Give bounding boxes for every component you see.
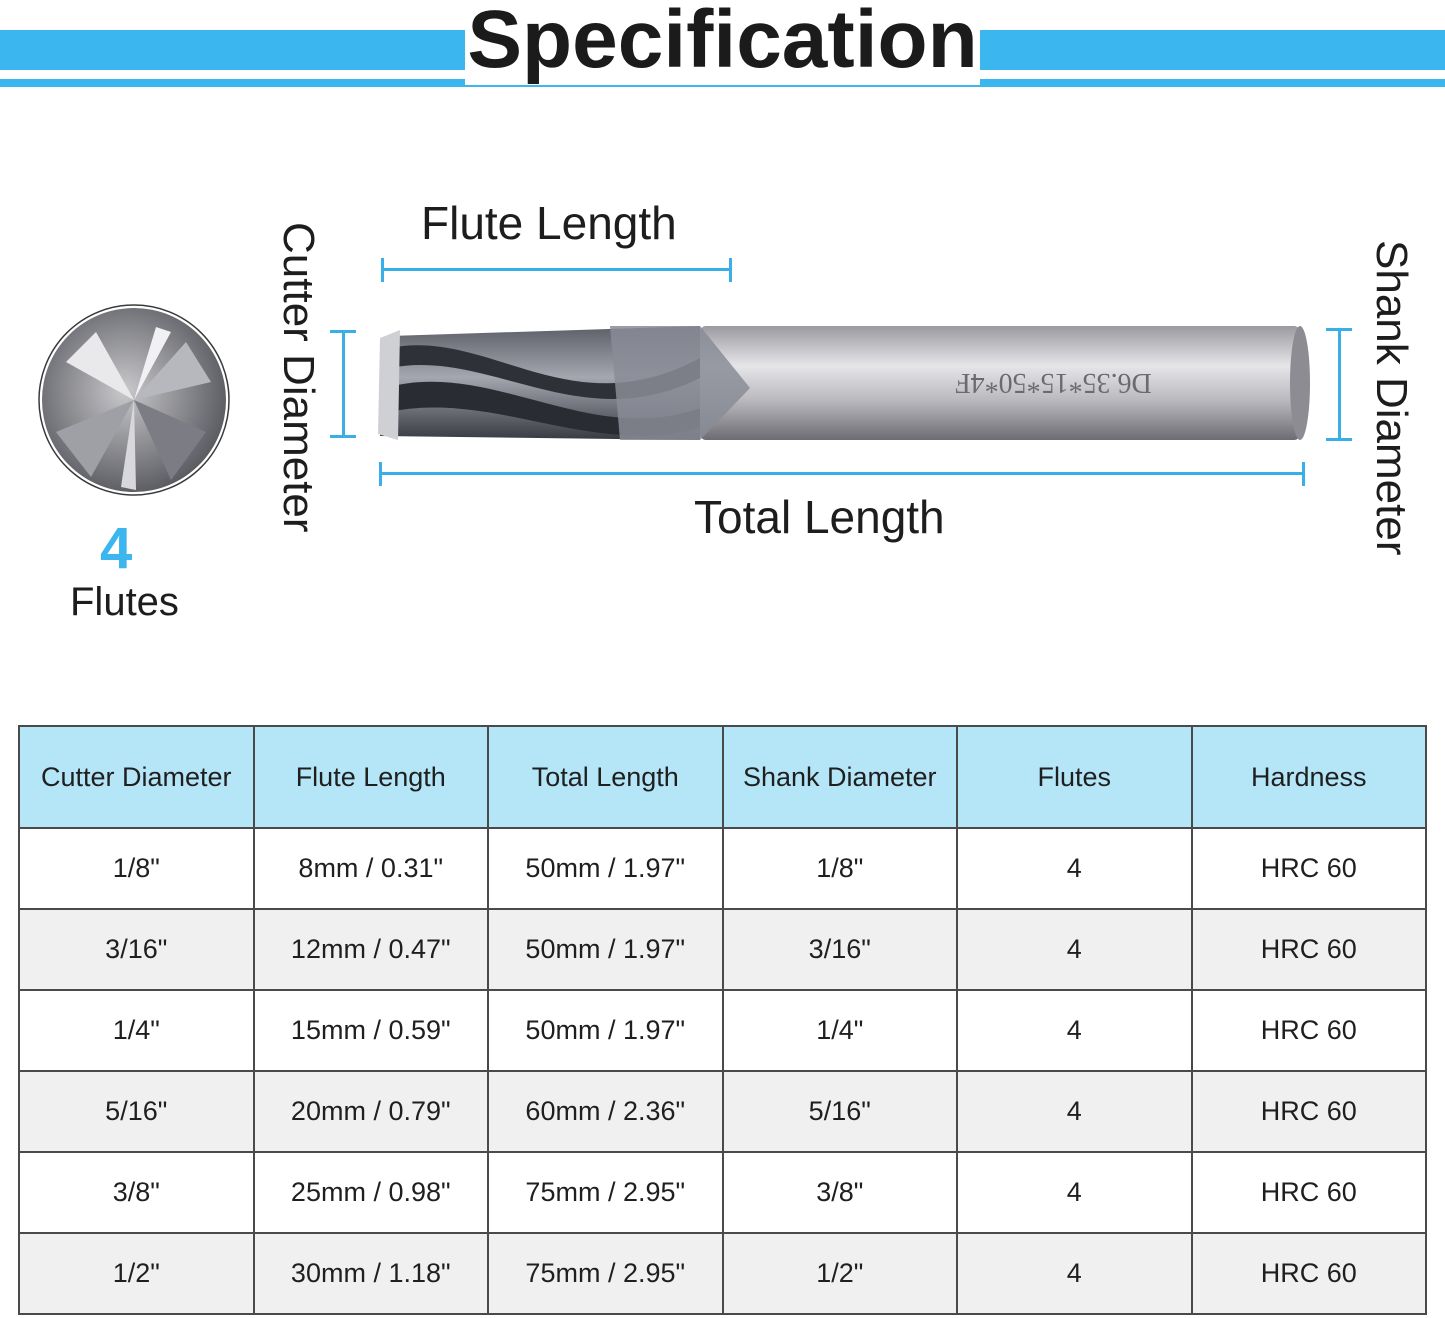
cell-hardness: HRC 60 bbox=[1190, 908, 1427, 991]
cell-flutes: 4 bbox=[956, 908, 1193, 991]
cell-shank-diameter: 1/2" bbox=[721, 1232, 958, 1315]
cell-cutter-diameter: 1/8" bbox=[18, 827, 255, 910]
flute-dim-cap-left bbox=[381, 258, 384, 282]
flute-dim-cap-right bbox=[729, 258, 732, 282]
cell-shank-diameter: 1/8" bbox=[721, 827, 958, 910]
header-cutter-diameter: Cutter Diameter bbox=[18, 725, 255, 829]
table-row: 1/8" 8mm / 0.31" 50mm / 1.97" 1/8" 4 HRC… bbox=[18, 827, 1427, 910]
cell-flute-length: 20mm / 0.79" bbox=[252, 1070, 489, 1153]
cell-flute-length: 25mm / 0.98" bbox=[252, 1151, 489, 1234]
cell-shank-diameter: 1/4" bbox=[721, 989, 958, 1072]
flute-dim-line bbox=[382, 268, 732, 271]
header-total-length: Total Length bbox=[487, 725, 724, 829]
cell-cutter-diameter: 1/2" bbox=[18, 1232, 255, 1315]
header-flutes: Flutes bbox=[956, 725, 1193, 829]
table-row: 1/2" 30mm / 1.18" 75mm / 2.95" 1/2" 4 HR… bbox=[18, 1232, 1427, 1315]
table-row: 1/4" 15mm / 0.59" 50mm / 1.97" 1/4" 4 HR… bbox=[18, 989, 1427, 1072]
flute-length-label: Flute Length bbox=[421, 197, 677, 249]
total-length-label: Total Length bbox=[694, 491, 945, 543]
end-mill-illustration: D6.35*15*50*4F bbox=[378, 326, 1310, 440]
cell-total-length: 75mm / 2.95" bbox=[487, 1232, 724, 1315]
cell-flute-length: 8mm / 0.31" bbox=[252, 827, 489, 910]
shank-marking: D6.35*15*50*4F bbox=[955, 367, 1152, 398]
cell-cutter-diameter: 3/8" bbox=[18, 1151, 255, 1234]
header-shank-diameter: Shank Diameter bbox=[721, 725, 958, 829]
cell-total-length: 75mm / 2.95" bbox=[487, 1151, 724, 1234]
cutter-dim-cap-bottom bbox=[330, 435, 356, 438]
table-row: 3/16" 12mm / 0.47" 50mm / 1.97" 3/16" 4 … bbox=[18, 908, 1427, 991]
total-dim-cap-left bbox=[379, 462, 382, 486]
table-header-row: Cutter Diameter Flute Length Total Lengt… bbox=[18, 725, 1427, 829]
cell-flute-length: 12mm / 0.47" bbox=[252, 908, 489, 991]
flutes-label: Flutes bbox=[70, 580, 179, 624]
flutes-count: 4 bbox=[100, 516, 133, 581]
cell-flute-length: 30mm / 1.18" bbox=[252, 1232, 489, 1315]
cell-flutes: 4 bbox=[956, 1232, 1193, 1315]
cell-total-length: 50mm / 1.97" bbox=[487, 827, 724, 910]
total-dim-line bbox=[380, 472, 1305, 475]
cell-cutter-diameter: 3/16" bbox=[18, 908, 255, 991]
cell-shank-diameter: 5/16" bbox=[721, 1070, 958, 1153]
cell-shank-diameter: 3/8" bbox=[721, 1151, 958, 1234]
page-title-text: Specification bbox=[465, 0, 980, 85]
cell-total-length: 50mm / 1.97" bbox=[487, 989, 724, 1072]
cell-flutes: 4 bbox=[956, 989, 1193, 1072]
cell-hardness: HRC 60 bbox=[1190, 827, 1427, 910]
cell-hardness: HRC 60 bbox=[1190, 1232, 1427, 1315]
cell-shank-diameter: 3/16" bbox=[721, 908, 958, 991]
cell-flutes: 4 bbox=[956, 827, 1193, 910]
page-title: Specification bbox=[0, 0, 1445, 88]
cutter-dim-line bbox=[342, 330, 345, 438]
cell-hardness: HRC 60 bbox=[1190, 1151, 1427, 1234]
header-hardness: Hardness bbox=[1190, 725, 1427, 829]
cell-cutter-diameter: 5/16" bbox=[18, 1070, 255, 1153]
cell-hardness: HRC 60 bbox=[1190, 989, 1427, 1072]
cell-total-length: 50mm / 1.97" bbox=[487, 908, 724, 991]
cell-flute-length: 15mm / 0.59" bbox=[252, 989, 489, 1072]
cell-hardness: HRC 60 bbox=[1190, 1070, 1427, 1153]
cell-total-length: 60mm / 2.36" bbox=[487, 1070, 724, 1153]
table-row: 3/8" 25mm / 0.98" 75mm / 2.95" 3/8" 4 HR… bbox=[18, 1151, 1427, 1234]
cell-flutes: 4 bbox=[956, 1151, 1193, 1234]
table-row: 5/16" 20mm / 0.79" 60mm / 2.36" 5/16" 4 … bbox=[18, 1070, 1427, 1153]
cell-cutter-diameter: 1/4" bbox=[18, 989, 255, 1072]
total-dim-cap-right bbox=[1302, 462, 1305, 486]
header-flute-length: Flute Length bbox=[252, 725, 489, 829]
shank-dim-line bbox=[1338, 328, 1341, 441]
shank-dim-cap-bottom bbox=[1326, 438, 1352, 441]
spec-table: Cutter Diameter Flute Length Total Lengt… bbox=[18, 725, 1427, 1315]
end-view-icon bbox=[38, 304, 230, 496]
cutter-diameter-label: Cutter Diameter bbox=[274, 222, 323, 533]
shank-diameter-label: Shank Diameter bbox=[1367, 240, 1416, 556]
cell-flutes: 4 bbox=[956, 1070, 1193, 1153]
